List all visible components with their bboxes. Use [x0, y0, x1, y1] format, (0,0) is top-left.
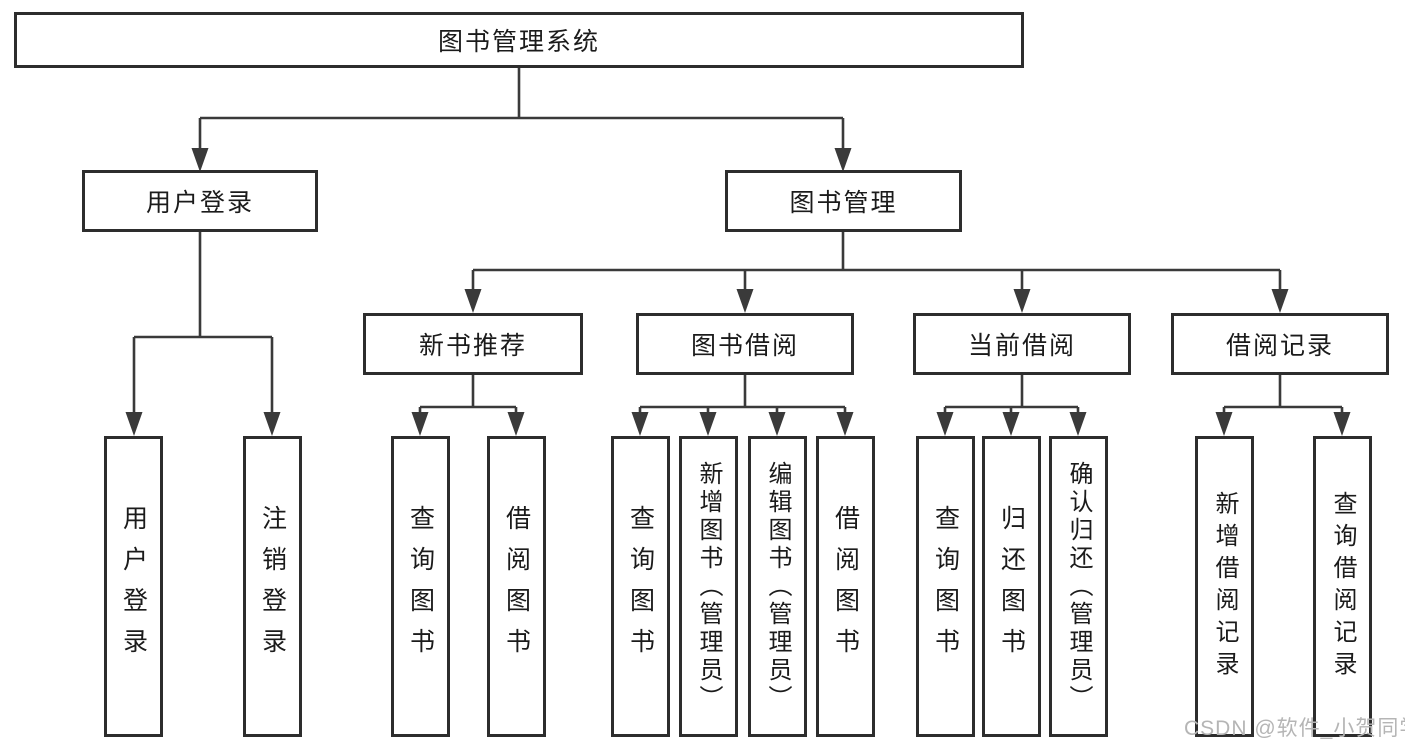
leaf-return-books: 归还图书 [982, 436, 1041, 737]
leaf-add-borrow-record: 新增借阅记录 [1195, 436, 1254, 737]
node-current-borrow: 当前借阅 [913, 313, 1131, 375]
node-user-login-branch-label: 用户登录 [145, 189, 254, 217]
leaf-user-login: 用户登录 [104, 436, 163, 737]
node-book-management-branch: 图书管理 [725, 170, 962, 232]
leaf-edit-books-admin: 编辑图书（管理员） [748, 436, 807, 737]
leaf-query-books-current: 查询图书 [916, 436, 975, 737]
leaf-logout: 注销登录 [243, 436, 302, 737]
csdn-watermark: CSDN @软件_小贺同学 [1184, 717, 1405, 740]
node-book-borrow: 图书借阅 [636, 313, 854, 375]
node-borrow-records-label: 借阅记录 [1225, 332, 1334, 360]
leaf-query-books-recommend: 查询图书 [391, 436, 450, 737]
leaf-confirm-return-admin: 确认归还（管理员） [1049, 436, 1108, 737]
node-current-borrow-label: 当前借阅 [967, 332, 1076, 360]
arrowheads [125, 148, 1351, 436]
node-book-management-branch-label: 图书管理 [789, 189, 898, 217]
tree-edges [132, 68, 1344, 414]
node-new-book-recommend-label: 新书推荐 [418, 332, 527, 360]
node-borrow-records: 借阅记录 [1171, 313, 1389, 375]
leaf-query-borrow-record: 查询借阅记录 [1313, 436, 1372, 737]
leaf-borrow-books: 借阅图书 [816, 436, 875, 737]
node-user-login-branch: 用户登录 [82, 170, 318, 232]
leaf-query-books-borrow: 查询图书 [611, 436, 670, 737]
node-root: 图书管理系统 [14, 12, 1024, 68]
node-root-label: 图书管理系统 [437, 28, 600, 56]
node-new-book-recommend: 新书推荐 [363, 313, 583, 375]
node-book-borrow-label: 图书借阅 [690, 332, 799, 360]
leaf-add-books-admin: 新增图书（管理员） [679, 436, 738, 737]
leaf-borrow-books-recommend: 借阅图书 [487, 436, 546, 737]
